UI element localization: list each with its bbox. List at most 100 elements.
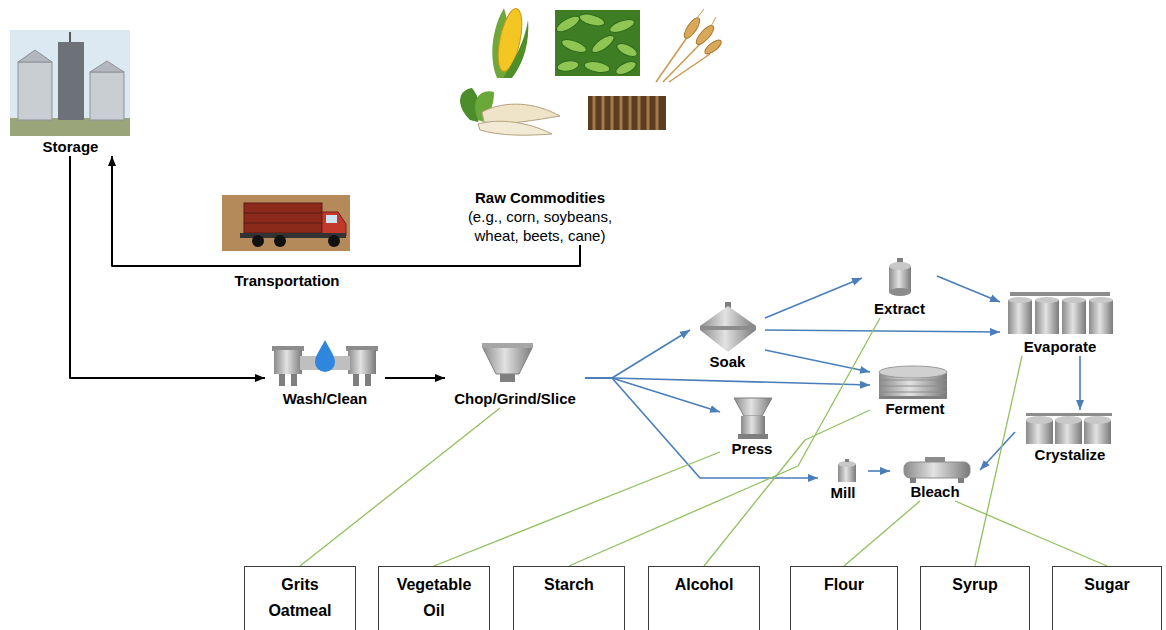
truck-wheel <box>274 235 286 247</box>
bleach-tank <box>904 462 970 478</box>
step-label: Extract <box>874 300 925 318</box>
step-label: Crystalize <box>1035 446 1106 464</box>
evaporate-pipe <box>1010 292 1110 296</box>
bleach-icon <box>904 457 970 483</box>
soybean-pod <box>560 37 588 55</box>
product-line <box>300 408 500 566</box>
storage-tower <box>58 42 84 120</box>
cane-stalk <box>647 96 650 130</box>
evaporate-tank <box>1089 300 1113 334</box>
product-label: Alcohol <box>657 572 751 598</box>
soak-band <box>700 326 756 330</box>
press-step: Press <box>720 396 784 458</box>
press-hopper <box>734 398 772 416</box>
wash-step: Wash/Clean <box>265 338 385 408</box>
wash-tank <box>274 350 302 374</box>
mill-step: Mill <box>818 458 868 502</box>
crystalize-icon <box>1026 413 1112 444</box>
soybean-pod <box>578 12 606 28</box>
caption-heading: Raw Commodities <box>475 188 605 207</box>
wash-tank <box>348 350 376 374</box>
storage-roof <box>90 61 124 72</box>
commodity-caption: Raw Commodities(e.g., corn, soybeans, wh… <box>455 188 625 245</box>
step-label: Chop/Grind/Slice <box>454 390 576 408</box>
soybean-pod <box>583 60 610 74</box>
soybean-pod <box>608 17 636 35</box>
ferment-base <box>879 396 947 399</box>
evaporate-icon <box>1008 292 1113 334</box>
storage-step: Storage <box>8 28 133 156</box>
product-line <box>844 501 920 566</box>
soybean-pod <box>554 13 582 35</box>
product-line <box>955 501 1107 566</box>
cane-stalk <box>629 96 632 130</box>
beet-root <box>478 121 552 135</box>
evaporate-top <box>1089 297 1113 303</box>
storage-sky <box>10 30 130 136</box>
press-icon <box>734 398 772 439</box>
evaporate-top <box>1035 297 1059 303</box>
chop-hopper <box>482 346 533 374</box>
soybean-image <box>554 10 640 77</box>
wheat-stalk <box>663 43 701 82</box>
bleach-step: Bleach <box>890 455 980 501</box>
chop-rim <box>482 343 533 348</box>
evaporate-top <box>1008 297 1032 303</box>
ferment-ring <box>879 392 947 393</box>
process-arrow <box>585 378 870 385</box>
step-label: Wash/Clean <box>283 390 367 408</box>
cane-stalk <box>638 96 641 130</box>
mill-cap <box>845 459 849 462</box>
extract-base <box>889 288 911 296</box>
truck-bed <box>244 203 322 233</box>
cane-image <box>588 96 666 130</box>
water-drop <box>315 340 335 372</box>
crystalize-pipe <box>1026 413 1112 416</box>
extract-icon <box>889 258 911 296</box>
product-line <box>569 318 880 566</box>
crystalize-step: Crystalize <box>1015 410 1125 464</box>
ferment-ring <box>879 380 947 381</box>
evaporate-tank <box>1035 300 1059 334</box>
wash-leg <box>291 374 297 386</box>
corn-husk <box>503 20 528 78</box>
crystalize-top <box>1026 416 1053 424</box>
bleach-leg <box>958 478 964 483</box>
soybean-pod <box>589 32 616 55</box>
product-line <box>704 410 870 566</box>
product-box: Syrup <box>920 566 1030 630</box>
step-label: Storage <box>43 138 99 156</box>
truck-cab <box>322 212 346 236</box>
cane-stalk <box>602 96 605 130</box>
truck-slat <box>244 213 322 214</box>
extract-top <box>889 262 911 270</box>
caption-text: (e.g., corn, soybeans, wheat, beets, can… <box>455 207 625 245</box>
soak-cone <box>700 330 756 352</box>
ferment-icon <box>879 366 947 399</box>
beet-root <box>482 104 560 123</box>
process-arrow <box>585 378 720 412</box>
wheat-stalk <box>669 54 710 82</box>
wheat-image <box>656 9 723 82</box>
product-line <box>975 356 1022 566</box>
process-arrow <box>585 330 690 378</box>
step-label: Ferment <box>885 400 944 418</box>
product-box: Flour <box>790 566 898 630</box>
soybean-pod <box>614 59 638 77</box>
ferment-ring <box>879 386 947 387</box>
evaporate-tank <box>1008 300 1032 334</box>
wash-leg <box>353 374 359 386</box>
wheat-ear <box>703 38 724 57</box>
wash-icon <box>272 340 378 386</box>
truck-window <box>326 215 337 223</box>
process-arrow <box>868 470 890 472</box>
ferment-top <box>879 366 947 378</box>
chop-step: Chop/Grind/Slice <box>445 340 585 408</box>
soak-cone <box>700 306 756 326</box>
truck-wheel <box>328 235 340 247</box>
storage-silo <box>90 72 124 120</box>
